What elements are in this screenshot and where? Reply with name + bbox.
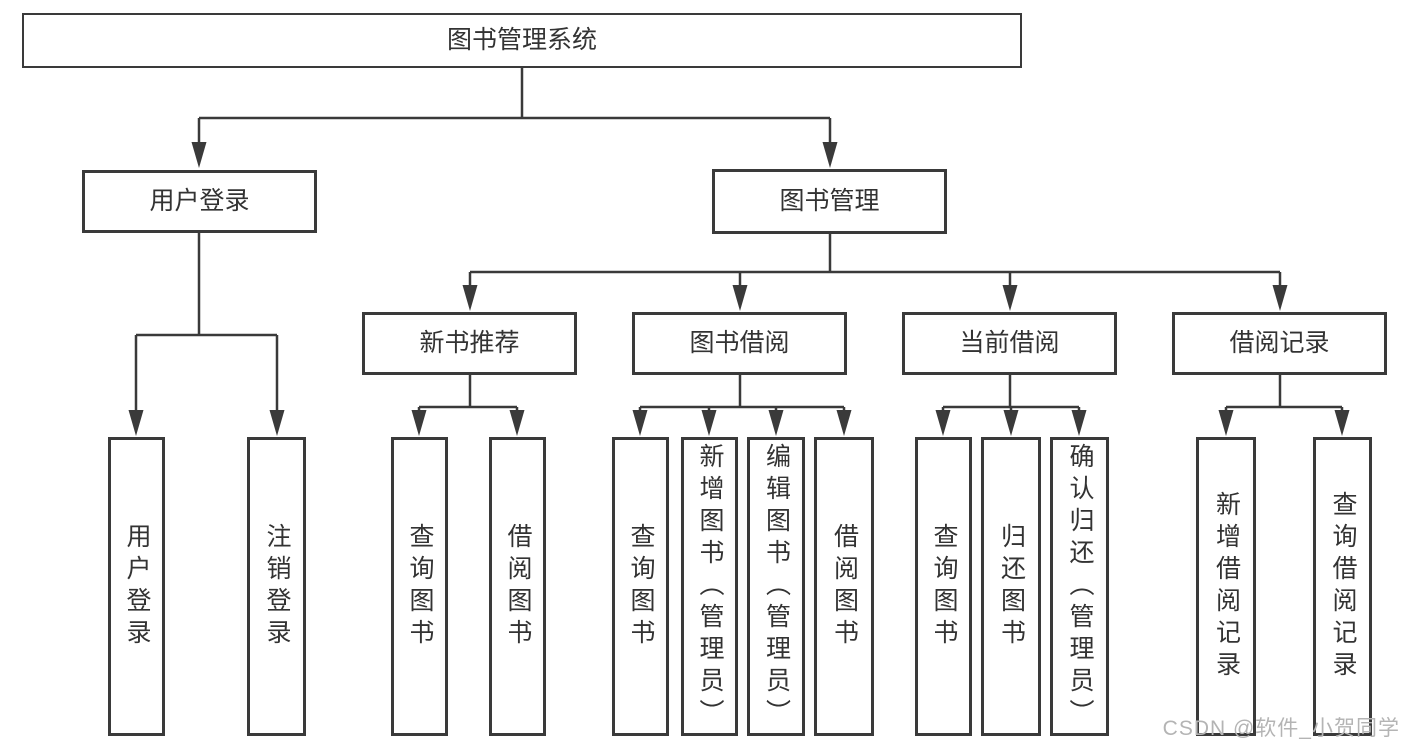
leaf-add-borrow-record: 新增借阅记录	[1196, 437, 1256, 736]
leaf-confirm-return-admin: 确认归还（管理员）	[1050, 437, 1109, 736]
node-borrow-record: 借阅记录	[1172, 312, 1387, 375]
node-current-borrow: 当前借阅	[902, 312, 1117, 375]
csdn-watermark: CSDN @软件_小贺同学	[1162, 717, 1400, 740]
leaf-add-books-admin: 新增图书（管理员）	[681, 437, 738, 736]
leaf-query-books-current: 查询图书	[915, 437, 972, 736]
leaf-logout-login: 注销登录	[247, 437, 306, 736]
node-book-management: 图书管理	[712, 169, 947, 234]
leaf-query-borrow-record: 查询借阅记录	[1313, 437, 1372, 736]
node-library-system-root: 图书管理系统	[22, 13, 1022, 68]
arrowheads	[128, 142, 1350, 436]
leaf-user-login: 用户登录	[108, 437, 165, 736]
node-user-login: 用户登录	[82, 170, 317, 233]
leaf-edit-books-admin: 编辑图书（管理员）	[747, 437, 805, 736]
leaf-query-books-borrow: 查询图书	[612, 437, 669, 736]
leaf-borrow-books-recommend: 借阅图书	[489, 437, 546, 736]
leaf-query-books-recommend: 查询图书	[391, 437, 448, 736]
leaf-return-books: 归还图书	[981, 437, 1041, 736]
node-book-borrow: 图书借阅	[632, 312, 847, 375]
leaf-borrow-books: 借阅图书	[814, 437, 874, 736]
node-new-book-recommend: 新书推荐	[362, 312, 577, 375]
